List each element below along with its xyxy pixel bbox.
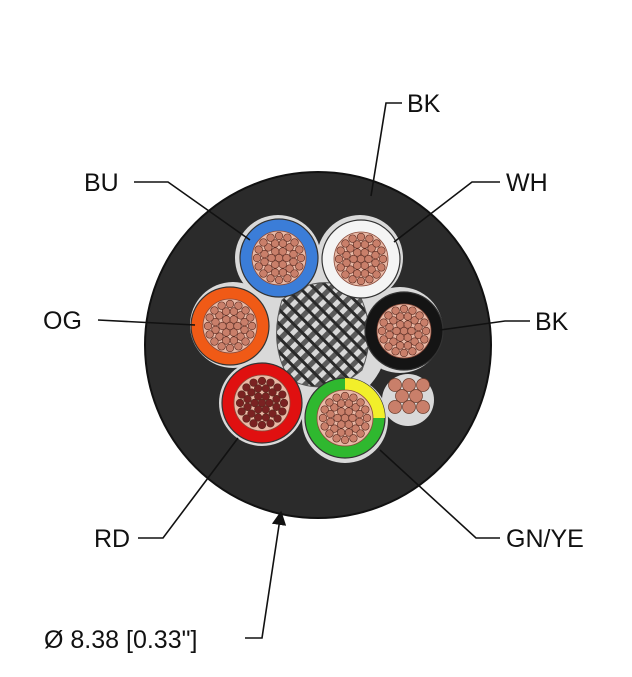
leader-line-og (97, 319, 196, 326)
conductor-white (321, 219, 401, 299)
leader-line-wh (393, 181, 500, 243)
leader-line-rd (138, 437, 239, 539)
label-bu: BU (84, 169, 119, 197)
conductor-black (364, 291, 444, 371)
leader-lines (97, 102, 530, 639)
label-diameter: Ø 8.38 [0.33"] (44, 626, 197, 654)
leader-line-gnye (379, 449, 500, 539)
conductor-blue (239, 218, 319, 298)
label-top-bk: BK (407, 90, 441, 118)
leader-line-bu (134, 181, 251, 241)
leader-line-bk (439, 320, 530, 331)
conductor-orange (190, 286, 270, 366)
label-og: OG (43, 307, 82, 335)
leader-line-top-bk (370, 102, 402, 197)
conductor-group (190, 218, 444, 459)
drain-wire-strands (388, 378, 430, 414)
leader-line-diameter (245, 510, 287, 639)
label-rd: RD (94, 525, 130, 553)
label-wh: WH (506, 169, 548, 197)
label-bk: BK (535, 308, 569, 336)
braided-shield (276, 282, 370, 388)
conductor-green-yellow (304, 377, 386, 459)
conductor-red (221, 362, 303, 444)
label-gnye: GN/YE (506, 525, 584, 553)
